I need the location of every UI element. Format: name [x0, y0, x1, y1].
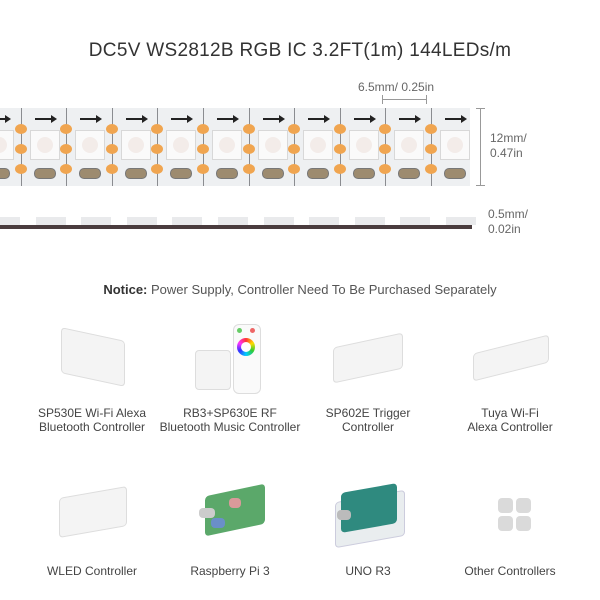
- remote-controller-icon: [185, 322, 275, 394]
- arrow-right-icon: [353, 115, 376, 123]
- led-chip-icon: [29, 130, 60, 160]
- led-chip-icon: [348, 130, 379, 160]
- arrow-right-icon: [125, 115, 148, 123]
- led-chip-icon: [0, 130, 14, 160]
- side-led-chip: [400, 217, 431, 225]
- notice-body: Power Supply, Controller Need To Be Purc…: [147, 282, 497, 297]
- controller-box-icon: [47, 480, 137, 550]
- side-led-chip: [354, 217, 385, 225]
- arrow-right-icon: [217, 115, 239, 123]
- thickness-dimension-label: 0.5mm/ 0.02in: [488, 207, 528, 237]
- led-segment: [14, 108, 67, 186]
- width-dimension-line: [476, 108, 485, 186]
- led-segment: [288, 108, 340, 186]
- side-led-chip: [126, 217, 157, 225]
- arrow-right-icon: [34, 115, 57, 123]
- led-chip-icon: [212, 130, 242, 160]
- thickness-dimension-mm: 0.5mm/: [488, 207, 529, 221]
- led-segment: [105, 108, 158, 186]
- raspberry-pi-board-icon: [185, 480, 275, 550]
- notice-prefix: Notice:: [103, 282, 148, 297]
- grid-icon: [465, 480, 555, 550]
- led-segment: [333, 108, 386, 186]
- controller-box-icon: [465, 322, 555, 392]
- arrow-right-icon: [445, 115, 467, 123]
- notice-text: Notice: Power Supply, Controller Need To…: [0, 282, 600, 297]
- arrow-right-icon: [171, 115, 194, 123]
- led-segment: [197, 108, 249, 186]
- controller-label: Other Controllers: [464, 564, 556, 578]
- width-dimension-mm: 12mm/: [490, 131, 527, 145]
- led-chip-icon: [394, 130, 425, 160]
- controller-raspberry-pi[interactable]: Raspberry Pi 3: [155, 480, 305, 578]
- arrow-right-icon: [262, 115, 285, 123]
- controller-box-icon: [47, 322, 137, 392]
- led-segment: [379, 108, 431, 186]
- led-chip-icon: [440, 130, 470, 160]
- led-segment: [0, 108, 21, 186]
- pitch-dimension-label: 6.5mm/ 0.25in: [358, 80, 435, 94]
- side-led-chip: [81, 217, 112, 225]
- width-dimension-in: 0.47in: [490, 146, 523, 160]
- product-title: DC5V WS2812B RGB IC 3.2FT(1m) 144LEDs/m: [88, 40, 512, 61]
- led-chip-icon: [166, 130, 197, 160]
- led-chip-icon: [120, 130, 151, 160]
- side-led-chip: [0, 217, 20, 225]
- controller-label: UNO R3: [345, 564, 391, 578]
- arduino-board-icon: [323, 480, 413, 550]
- arrow-right-icon: [80, 115, 103, 123]
- arrow-right-icon: [308, 115, 331, 123]
- arrow-right-icon: [399, 115, 422, 123]
- led-segment: [60, 108, 112, 186]
- controller-label: WLED Controller: [46, 564, 138, 578]
- arrow-right-icon: [0, 115, 11, 123]
- width-dimension-label: 12mm/ 0.47in: [490, 131, 527, 161]
- side-led-chip: [35, 217, 66, 225]
- controller-label: Raspberry Pi 3: [190, 564, 270, 578]
- side-led-chip: [263, 217, 294, 225]
- pitch-dimension-line: [382, 95, 427, 104]
- side-led-chip: [309, 217, 340, 225]
- controller-box-icon: [323, 322, 413, 392]
- thickness-dimension-in: 0.02in: [488, 222, 521, 236]
- controller-wled[interactable]: WLED Controller: [17, 480, 167, 578]
- led-chip-icon: [257, 130, 288, 160]
- side-led-chip: [172, 217, 203, 225]
- controller-other[interactable]: Other Controllers: [435, 480, 585, 578]
- controller-uno-r3[interactable]: UNO R3: [293, 480, 443, 578]
- led-segment: [151, 108, 203, 186]
- led-chip-icon: [75, 130, 106, 160]
- side-led-chip: [446, 217, 476, 225]
- led-segment: [425, 108, 470, 186]
- led-strip-top-view: [0, 108, 470, 186]
- led-chip-icon: [303, 130, 334, 160]
- side-led-chip: [218, 217, 248, 225]
- led-strip-side-base: [0, 225, 472, 229]
- led-segment: [242, 108, 295, 186]
